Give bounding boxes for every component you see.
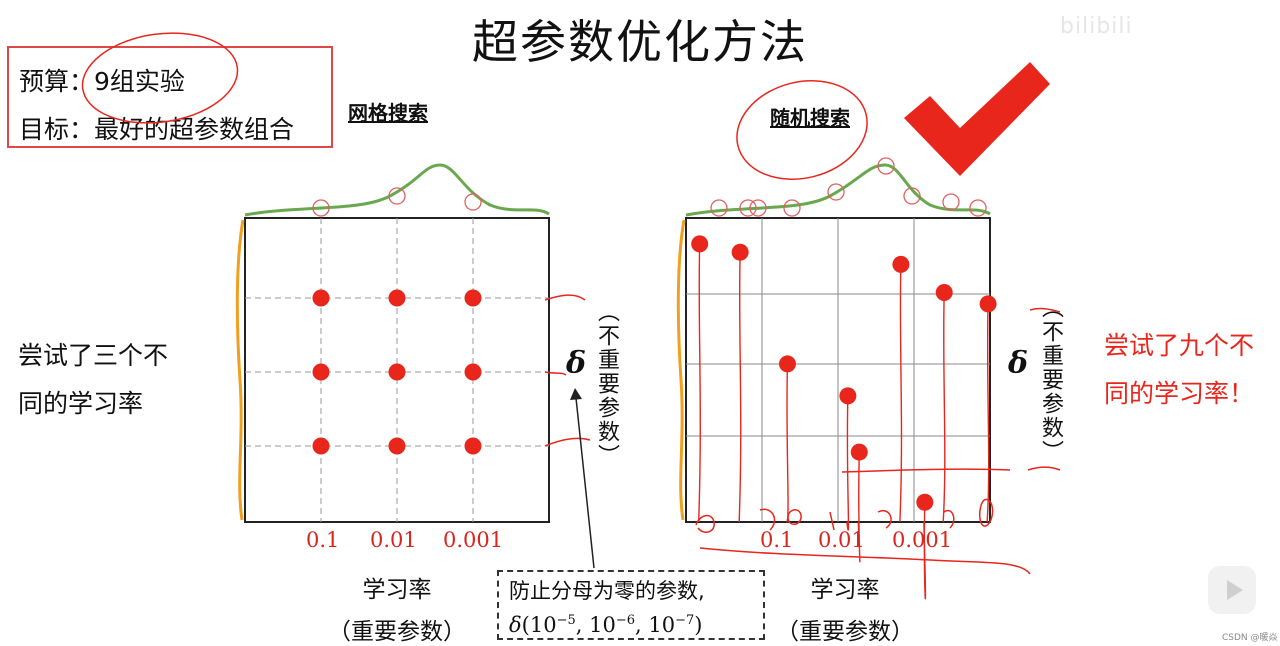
random-point-6 (892, 255, 910, 273)
random-y-symbol: δ (1008, 346, 1029, 381)
budget-line: 预算：9组实验 (19, 62, 185, 98)
grid-point-9 (464, 437, 482, 455)
random-drop-line-2 (738, 252, 742, 523)
random-drop-line-4 (846, 395, 850, 531)
grid-orange-curve (235, 219, 245, 521)
grid-point-4 (312, 363, 330, 381)
grid-point-3 (464, 289, 482, 307)
delta-note-box: 防止分母为零的参数, δ(10−5, 10−6, 10−7) (497, 570, 765, 640)
grid-search-plot (235, 163, 595, 569)
grid-green-curve (244, 163, 550, 217)
bilibili-watermark: bilibili (1060, 14, 1133, 39)
random-drop-line-5 (857, 452, 861, 563)
random-x-tick-3: 0.001 (892, 528, 953, 552)
budget-value: 9组实验 (94, 67, 185, 96)
random-x-caption: 学习率 （重要参数） (770, 570, 920, 646)
grid-y-symbol: δ (566, 346, 587, 381)
random-x-caption-line-2: （重要参数） (776, 619, 914, 645)
random-title-highlight-circle (736, 80, 868, 180)
pointer-arrow-head (570, 388, 582, 400)
grid-side-line-2: 同的学习率 (18, 389, 144, 418)
grid-point-2 (388, 289, 406, 307)
random-x-tick-1: 0.1 (760, 528, 794, 552)
random-point-3 (778, 355, 796, 373)
random-y-caption: （不重要参数） (1038, 296, 1063, 464)
delta-note-line-2: δ(10−5, 10−6, 10−7) (509, 613, 703, 637)
budget-highlight-circle (81, 32, 239, 124)
grid-x-tick-3: 0.001 (443, 528, 504, 552)
delta-note-exp-1: −5 (556, 613, 576, 628)
random-side-line-2: 同的学习率！ (1104, 379, 1255, 408)
grid-point-7 (312, 437, 330, 455)
random-green-curve (685, 163, 991, 217)
random-drop-line-6 (899, 264, 903, 523)
random-curve-markers (710, 157, 987, 217)
delta-note-exp-2: −6 (615, 613, 636, 628)
delta-note-line-1: 防止分母为零的参数, (509, 579, 705, 603)
grid-y-caption: （不重要参数） (594, 300, 619, 468)
random-side-line-1: 尝试了九个不 (1104, 331, 1255, 360)
csdn-watermark: CSDN @暖焱 (1222, 633, 1278, 643)
goal-value: 最好的超参数组合 (94, 115, 295, 144)
grid-x-tick-1: 0.1 (306, 528, 340, 552)
check-mark-icon (904, 62, 1050, 176)
grid-x-caption-line-1: 学习率 (362, 577, 432, 603)
grid-x-tick-2: 0.01 (370, 528, 417, 552)
random-x-caption-line-1: 学习率 (810, 577, 880, 603)
page-title: 超参数优化方法 (472, 15, 808, 69)
random-drop-line-1 (697, 243, 701, 523)
random-points (691, 235, 997, 511)
grid-curve-markers (312, 187, 482, 217)
random-orange-curve (676, 219, 686, 521)
delta-note-base-2: 10 (589, 613, 616, 637)
goal-label: 目标： (19, 115, 95, 144)
random-drop-line-7 (923, 502, 927, 600)
delta-note-symbol: δ (509, 613, 522, 637)
watermark-text: bilibili (1060, 14, 1133, 39)
grid-search-title: 网格搜索 (348, 101, 428, 125)
random-plot-gridlines (686, 218, 990, 522)
random-point-1 (691, 235, 709, 253)
grid-point-8 (388, 437, 406, 455)
random-point-8 (935, 283, 953, 301)
random-search-title: 随机搜索 (770, 106, 850, 130)
budget-goal-box: 预算：9组实验 目标：最好的超参数组合 (7, 46, 333, 148)
random-point-5 (850, 443, 868, 461)
grid-points (312, 289, 482, 455)
grid-x-caption: 学习率 （重要参数） (322, 570, 472, 646)
random-search-plot (676, 80, 1061, 600)
grid-point-6 (464, 363, 482, 381)
grid-point-1 (312, 289, 330, 307)
grid-point-5 (388, 363, 406, 381)
random-annotation-strokes (695, 307, 1061, 575)
play-button-icon[interactable] (1208, 566, 1256, 614)
delta-note-base-1: 10 (529, 613, 557, 637)
random-point-9 (979, 295, 997, 313)
budget-label: 预算： (19, 67, 95, 96)
grid-side-text: 尝试了三个不 同的学习率 (18, 332, 168, 428)
grid-x-caption-line-2: （重要参数） (328, 619, 466, 645)
goal-line: 目标：最好的超参数组合 (19, 110, 294, 146)
grid-side-line-1: 尝试了三个不 (18, 341, 169, 370)
random-drop-line-8 (942, 292, 946, 523)
grid-delta-marks (544, 294, 591, 447)
pointer-arrow (575, 397, 595, 569)
delta-note-base-3: 10 (648, 613, 676, 637)
random-point-2 (731, 243, 749, 261)
delta-note-exp-3: −7 (675, 613, 695, 628)
random-x-tick-2: 0.01 (818, 528, 865, 552)
random-point-4 (839, 387, 857, 405)
random-point-7 (916, 493, 934, 511)
random-side-text: 尝试了九个不 同的学习率！ (1104, 322, 1254, 418)
